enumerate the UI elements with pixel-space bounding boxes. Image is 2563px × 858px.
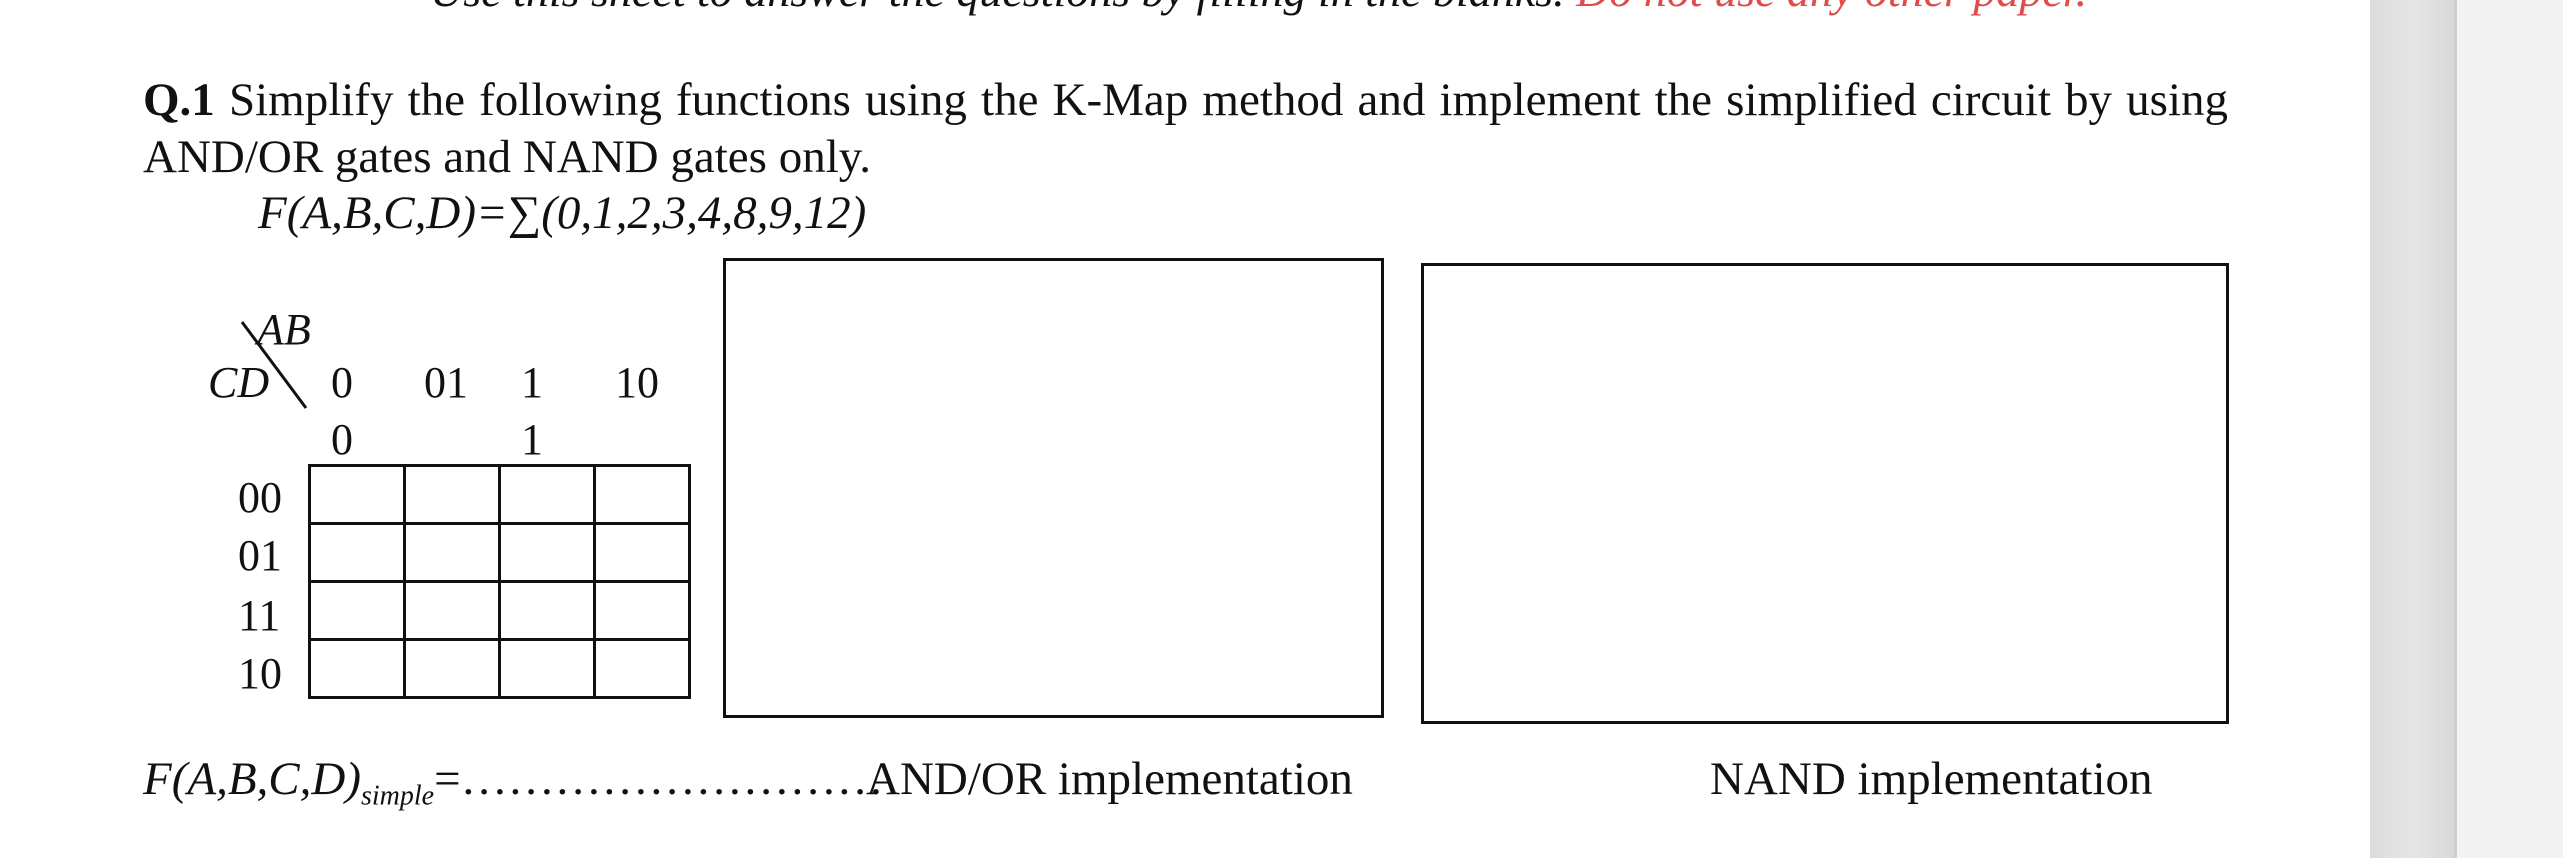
kmap-cell[interactable] bbox=[498, 464, 596, 525]
instruction-text: Use this sheet to answer the questions b… bbox=[430, 0, 1565, 16]
kmap-grid bbox=[308, 464, 691, 699]
kmap-cell[interactable] bbox=[308, 522, 406, 583]
andor-answer-box[interactable] bbox=[723, 258, 1384, 718]
kmap-cell[interactable] bbox=[593, 638, 691, 699]
question-paragraph: Q.1 Simplify the following functions usi… bbox=[143, 72, 2228, 186]
kmap-row-header: 00 bbox=[238, 473, 282, 522]
kmap-col-header: 1 bbox=[521, 358, 543, 407]
worksheet-page: Use this sheet to answer the questions b… bbox=[0, 0, 2229, 812]
andor-caption: AND/OR implementation bbox=[866, 753, 1353, 805]
kmap-row-header: 11 bbox=[238, 591, 281, 640]
kmap-cell[interactable] bbox=[498, 580, 596, 641]
kmap: AB CD 0 01 1 10 0 1 00 01 11 10 bbox=[0, 0, 720, 720]
kmap-cell[interactable] bbox=[498, 638, 596, 699]
kmap-row bbox=[308, 638, 691, 699]
kmap-cell[interactable] bbox=[308, 580, 406, 641]
kmap-col-header-wrap: 1 bbox=[521, 415, 543, 464]
kmap-cell[interactable] bbox=[498, 522, 596, 583]
kmap-col-header-wrap: 0 bbox=[331, 415, 353, 464]
kmap-corner-cd: CD bbox=[208, 358, 270, 407]
simplified-function-name: F(A,B,C,D) bbox=[143, 753, 361, 805]
question-number: Q.1 bbox=[143, 74, 215, 126]
kmap-row-header: 01 bbox=[238, 531, 282, 580]
kmap-col-header: 01 bbox=[424, 358, 468, 407]
kmap-row-header: 10 bbox=[238, 649, 282, 698]
kmap-cell[interactable] bbox=[403, 580, 501, 641]
kmap-cell[interactable] bbox=[403, 464, 501, 525]
kmap-col-header: 0 bbox=[331, 358, 353, 407]
kmap-cell[interactable] bbox=[403, 522, 501, 583]
kmap-cell[interactable] bbox=[593, 464, 691, 525]
kmap-cell[interactable] bbox=[308, 464, 406, 525]
scrollbar-edge bbox=[2454, 0, 2457, 858]
simplified-blank: =……………………… bbox=[434, 753, 884, 805]
kmap-cell[interactable] bbox=[593, 580, 691, 641]
simplified-answer-line[interactable]: F(A,B,C,D)simple=……………………… bbox=[143, 752, 884, 812]
scrollbar-thumb[interactable] bbox=[2370, 0, 2454, 858]
instruction-warning: Do not use any other paper. bbox=[1576, 0, 2087, 16]
kmap-row bbox=[308, 522, 691, 583]
kmap-col-header: 10 bbox=[615, 358, 659, 407]
kmap-row bbox=[308, 580, 691, 641]
kmap-cell[interactable] bbox=[403, 638, 501, 699]
simplified-subscript: simple bbox=[360, 780, 435, 812]
nand-caption: NAND implementation bbox=[1710, 753, 2153, 805]
kmap-row bbox=[308, 464, 691, 525]
kmap-corner-ab: AB bbox=[257, 305, 311, 354]
kmap-cell[interactable] bbox=[308, 638, 406, 699]
question-text: Simplify the following functions using t… bbox=[143, 74, 2228, 183]
kmap-cell[interactable] bbox=[593, 522, 691, 583]
function-definition: F(A,B,C,D)=∑(0,1,2,3,4,8,9,12) bbox=[258, 187, 867, 239]
nand-answer-box[interactable] bbox=[1421, 263, 2229, 724]
instruction-line: Use this sheet to answer the questions b… bbox=[430, 0, 2087, 17]
